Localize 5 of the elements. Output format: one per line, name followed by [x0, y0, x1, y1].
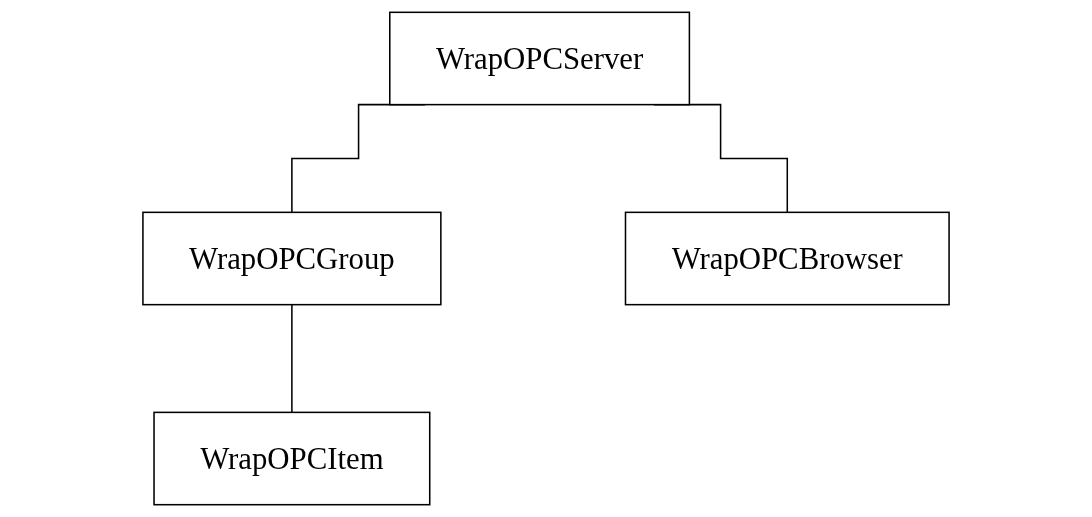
connector [291, 303, 293, 414]
node-box: WrapOPCServer [389, 11, 691, 106]
node-box: WrapOPCItem [153, 411, 431, 506]
node-box: WrapOPCGroup [142, 211, 442, 306]
node-box: WrapOPCBrowser [624, 211, 950, 306]
